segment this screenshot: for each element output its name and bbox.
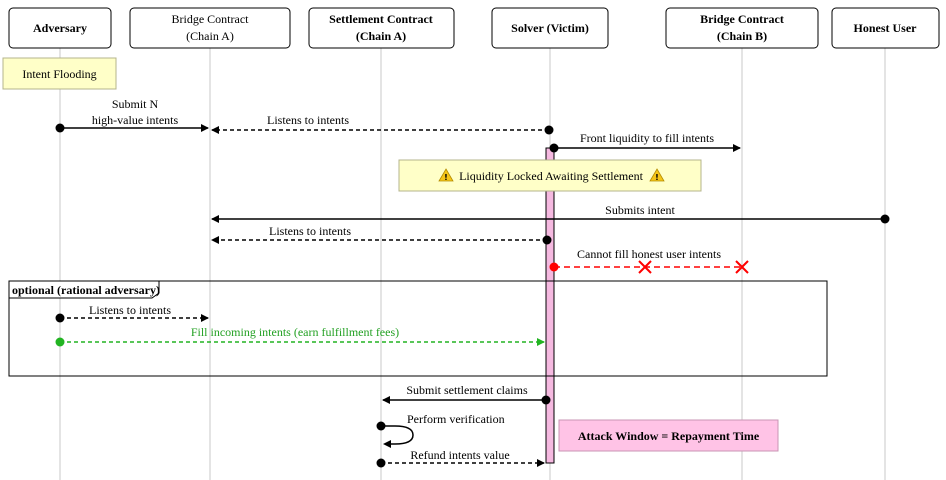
message-listens-to-intents-2: Listens to intents [211, 224, 552, 245]
participant-adversary: Adversary [8, 7, 112, 49]
message-submit-n-intents: Submit N high-value intents [55, 97, 209, 133]
warning-icon: ! [649, 168, 665, 182]
message-perform-verification: Perform verification [376, 412, 505, 448]
svg-text:Adversary: Adversary [33, 21, 87, 35]
svg-text:Perform verification: Perform verification [407, 412, 505, 426]
participant-bridge-a: Bridge Contract (Chain A) [129, 7, 291, 49]
message-fill-incoming-intents: Fill incoming intents (earn fulfillment … [55, 325, 545, 347]
participant-honest-user: Honest User [831, 7, 940, 49]
warning-icon: ! [438, 168, 454, 182]
svg-text:(Chain A): (Chain A) [186, 29, 234, 43]
participant-settlement-a: Settlement Contract (Chain A) [308, 7, 455, 49]
note-intent-flooding: Intent Flooding [2, 57, 117, 90]
svg-text:Submit settlement claims: Submit settlement claims [406, 383, 528, 397]
svg-text:!: ! [655, 173, 659, 182]
svg-text:(Chain A): (Chain A) [356, 29, 406, 43]
message-listens-to-intents-3: Listens to intents [55, 303, 209, 323]
svg-text:Listens to intents: Listens to intents [267, 113, 349, 127]
message-submits-intent: Submits intent [211, 203, 890, 224]
svg-text:Intent Flooding: Intent Flooding [22, 67, 96, 81]
svg-text:Listens to intents: Listens to intents [269, 224, 351, 238]
svg-text:high-value intents: high-value intents [92, 113, 179, 127]
note-liquidity-locked: ! Liquidity Locked Awaiting Settlement ! [398, 159, 702, 192]
participant-bridge-b: Bridge Contract (Chain B) [665, 7, 819, 49]
note-attack-window: Attack Window = Repayment Time [558, 419, 779, 452]
svg-text:Fill incoming intents (earn fu: Fill incoming intents (earn fulfillment … [191, 325, 399, 339]
participant-solver: Solver (Victim) [491, 7, 609, 49]
svg-text:Submits intent: Submits intent [605, 203, 675, 217]
svg-text:(Chain B): (Chain B) [717, 29, 767, 43]
cross-mark-icon [638, 260, 652, 274]
svg-text:Refund intents value: Refund intents value [410, 448, 509, 462]
svg-text:Bridge Contract: Bridge Contract [172, 12, 250, 26]
message-cannot-fill: Cannot fill honest user intents [549, 247, 749, 274]
cross-mark-icon [735, 260, 749, 274]
message-listens-to-intents-1: Listens to intents [211, 113, 554, 135]
solver-activation-bar [545, 147, 555, 464]
message-front-liquidity: Front liquidity to fill intents [549, 131, 741, 153]
svg-text:Solver (Victim): Solver (Victim) [511, 21, 589, 35]
svg-text:Liquidity Locked Awaiting Sett: Liquidity Locked Awaiting Settlement [459, 169, 644, 183]
message-submit-settlement-claims: Submit settlement claims [382, 383, 551, 405]
svg-text:Bridge Contract: Bridge Contract [700, 12, 784, 26]
svg-text:Attack Window = Repayment Time: Attack Window = Repayment Time [578, 429, 760, 443]
svg-text:optional (rational adversary): optional (rational adversary) [12, 283, 160, 297]
svg-text:Front liquidity to fill intent: Front liquidity to fill intents [580, 131, 714, 145]
svg-text:Cannot fill honest user intent: Cannot fill honest user intents [577, 247, 721, 261]
message-refund-intents-value: Refund intents value [376, 448, 545, 468]
svg-text:Settlement Contract: Settlement Contract [329, 12, 433, 26]
svg-text:Listens to intents: Listens to intents [89, 303, 171, 317]
svg-text:Submit N: Submit N [112, 97, 159, 111]
svg-text:Honest User: Honest User [854, 21, 918, 35]
optional-frame: optional (rational adversary) [8, 280, 828, 377]
svg-text:!: ! [444, 173, 448, 182]
